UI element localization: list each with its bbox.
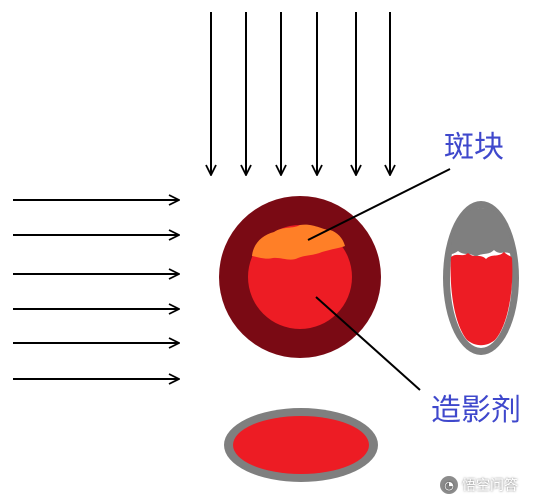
contrast-fill (450, 252, 513, 346)
watermark-logo-icon: ◔ (440, 476, 458, 494)
plaque-label: 斑块 (444, 130, 504, 165)
vertical-beam-arrows (211, 12, 390, 175)
contrast-agent-label: 造影剂 (431, 393, 521, 428)
contrast-leader-line (315, 296, 421, 391)
bottom-contrast-fill (233, 416, 369, 474)
vessel-top-plaque (450, 208, 512, 257)
horizontal-beam-arrows (13, 200, 179, 379)
bottom-vessel-view (224, 408, 378, 482)
watermark-text: 悟空问答 (462, 478, 518, 494)
longitudinal-vessel-view (443, 201, 519, 355)
watermark: ◔ 悟空问答 (440, 474, 518, 496)
vessel-cross-section (219, 196, 381, 358)
plaque-leader-line (307, 168, 451, 241)
